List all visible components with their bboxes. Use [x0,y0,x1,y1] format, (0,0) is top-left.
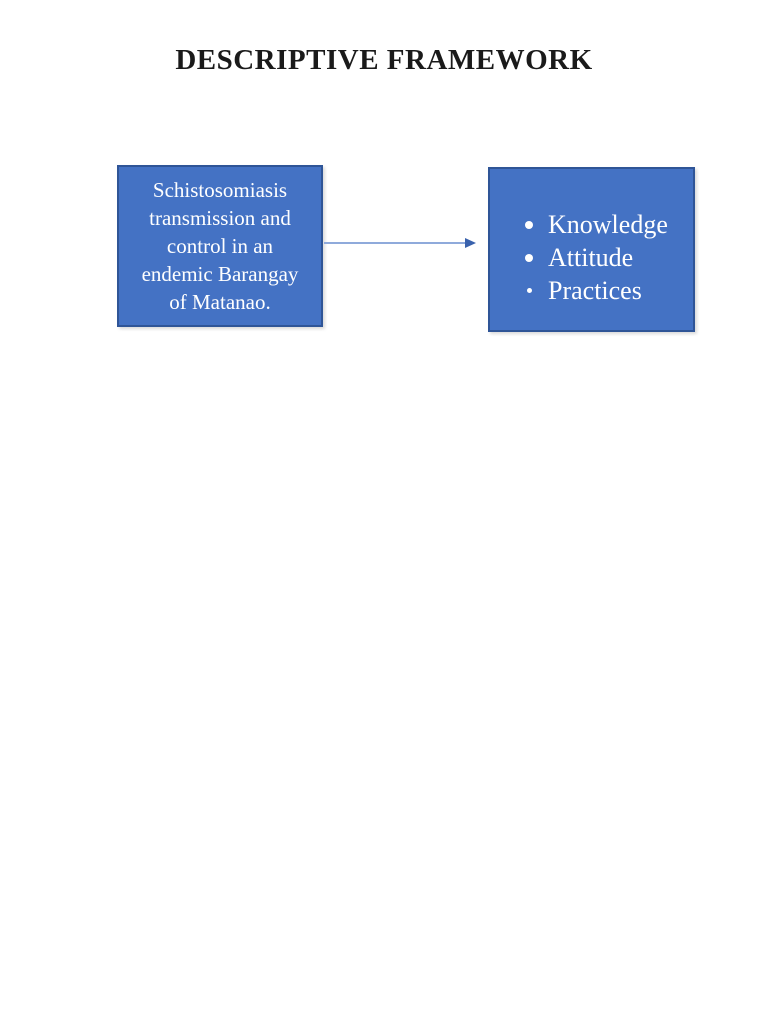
page-title: DESCRIPTIVE FRAMEWORK [175,44,593,76]
connector-arrow [324,236,476,250]
left-box-line: control in an [166,234,274,258]
arrowhead-icon [465,238,476,248]
left-box-line: Schistosomiasis [152,178,288,202]
bullet-icon [525,220,533,229]
list-item-label: Attitude [548,242,634,272]
arrow-line [324,242,468,244]
list-item: Attitude [525,241,693,274]
right-flow-box: Knowledge Attitude Practices [488,167,695,332]
list-item: Practices [525,274,693,307]
left-box-line: transmission and [149,206,291,230]
list-item-label: Knowledge [548,209,668,239]
left-box-line: endemic Barangay [141,262,299,286]
bullet-icon [527,288,532,293]
left-box-text: Schistosomiasis transmission and control… [119,176,321,316]
left-flow-box: Schistosomiasis transmission and control… [117,165,323,327]
left-box-line: of Matanao. [169,290,271,314]
bullet-icon [525,253,533,262]
list-item-label: Practices [548,275,642,305]
bullet-list: Knowledge Attitude Practices [525,208,693,307]
list-item: Knowledge [525,208,693,241]
